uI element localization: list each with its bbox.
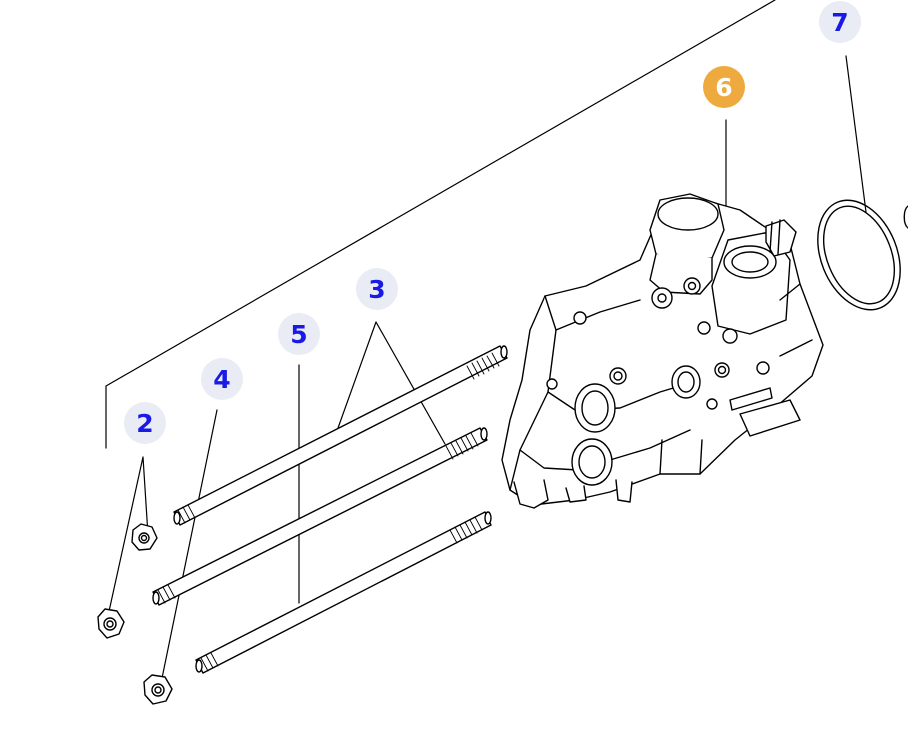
- leader-7: [845, 55, 867, 213]
- assembly-bracket-line: [105, 0, 776, 449]
- leader-4: [159, 409, 218, 689]
- valve-section-body: [501, 193, 824, 509]
- nut-upper: [131, 523, 158, 551]
- callout-7[interactable]: 7: [819, 1, 861, 43]
- callout-3[interactable]: 3: [356, 268, 398, 310]
- stud-upper: [173, 345, 508, 526]
- leader-2: [105, 456, 149, 626]
- nut-left: [97, 608, 125, 639]
- callout-4[interactable]: 4: [201, 358, 243, 400]
- callout-2[interactable]: 2: [124, 402, 166, 444]
- o-ring: [817, 199, 908, 311]
- leader-lines: [105, 55, 867, 689]
- leader-3: [337, 321, 446, 445]
- callout-5[interactable]: 5: [278, 313, 320, 355]
- nut-lower: [143, 674, 173, 705]
- stud-lower: [195, 511, 492, 674]
- stud-middle: [152, 427, 488, 606]
- callout-6[interactable]: 6: [703, 66, 745, 108]
